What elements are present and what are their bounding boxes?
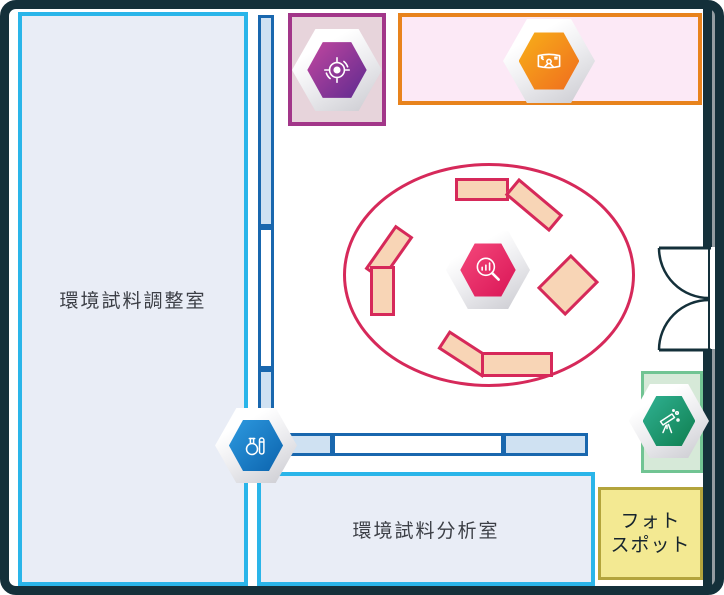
screen-presenter-icon [537,53,561,69]
room-sample-analysis-label: 環境試料分析室 [352,519,500,542]
photo-spot: フォト スポット [598,487,703,580]
photo-spot-line1: フォト [620,509,681,532]
telescope-badge[interactable] [629,384,709,458]
flask-test-tube-icon [245,436,265,455]
table [455,178,509,201]
right-wall-upper [703,6,718,247]
prep-room-badge[interactable] [292,29,382,111]
wall-segment-opening [332,433,504,456]
room-sample-preparation: 環境試料調整室 [18,12,248,586]
double-door [657,246,711,352]
analysis-badge[interactable] [446,231,530,309]
telescope-icon [659,409,680,434]
table [481,352,553,377]
room-sample-analysis: 環境試料分析室 [257,472,595,586]
photo-spot-label: フォト スポット [610,510,690,558]
target-scope-icon [323,56,351,84]
magnifier-chart-icon [476,257,500,281]
wall-segment-opening [258,227,274,369]
room-sample-preparation-label: 環境試料調整室 [59,289,207,312]
wall-segment [258,15,274,227]
wall-segment [503,433,588,456]
theater-badge[interactable] [503,19,595,103]
table [370,266,395,316]
photo-spot-line2: スポット [610,533,691,556]
chemistry-badge[interactable] [215,408,297,483]
right-wall-lower [703,349,718,589]
